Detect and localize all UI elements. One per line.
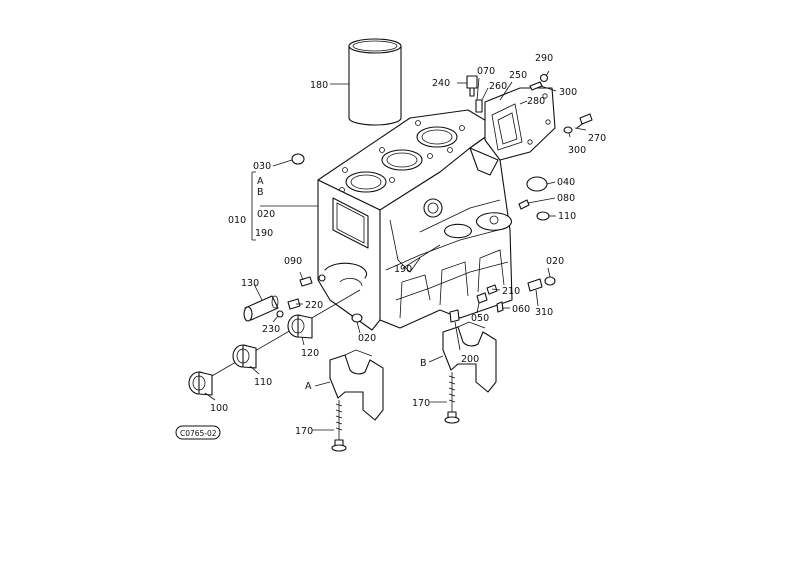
callout-labels: 180 240 070 250 260 280 290 300 270 300 … [210,53,606,437]
callout-260: 260 [489,81,507,92]
callout-300-lower: 300 [568,145,586,156]
callout-100: 100 [210,403,228,414]
fittings-lower-right [449,278,543,323]
bearing-cap-a [329,349,384,452]
callout-190: 190 [394,264,412,275]
plug-020-right [544,276,556,286]
callout-120: 120 [301,348,319,359]
callout-110-left: 110 [254,377,272,388]
plug-030 [291,153,305,165]
callout-230: 230 [262,324,280,335]
callout-210: 210 [502,286,520,297]
crankshaft-bushings [188,289,363,396]
callout-110-right: 110 [558,211,576,222]
callout-290: 290 [535,53,553,64]
callout-060: 060 [512,304,530,315]
callout-020-group: 020 [257,209,275,220]
callout-090: 090 [284,256,302,267]
diagram-code-badge: C0765-02 [175,425,221,440]
callout-a-cap: A [305,381,312,392]
callout-250: 250 [509,70,527,81]
callout-310: 310 [535,307,553,318]
callout-020-right: 020 [546,256,564,267]
plugs-right [291,153,556,286]
bearing-cap-b [442,321,497,424]
callout-010: 010 [228,215,246,226]
plug-110 [536,211,550,221]
small-fittings-top [466,73,593,134]
callout-170-right: 170 [412,398,430,409]
callout-180: 180 [310,80,328,91]
callout-a-group: A [257,176,264,187]
callout-050: 050 [471,313,489,324]
diagram-code: C0765-02 [180,429,217,438]
crankcase-block [317,109,513,331]
callout-030: 030 [253,161,271,172]
callout-040: 040 [557,177,575,188]
callout-b-group: B [257,187,264,198]
callout-240: 240 [432,78,450,89]
callout-080: 080 [557,193,575,204]
callout-b-cap: B [420,358,427,369]
callout-220: 220 [305,300,323,311]
callout-170-left: 170 [295,426,313,437]
callout-020-lower: 020 [358,333,376,344]
callout-130: 130 [241,278,259,289]
callout-190-group: 190 [255,228,273,239]
callout-280: 280 [527,96,545,107]
callout-270: 270 [588,133,606,144]
leader-lines [204,70,587,431]
gear-case-cover [484,87,556,161]
oil-pressure-parts [243,274,326,322]
callout-200: 200 [461,354,479,365]
cylinder-liner [348,38,402,126]
callout-300-top: 300 [559,87,577,98]
cap-040 [526,176,548,192]
callout-070: 070 [477,66,495,77]
plug-080 [518,199,530,210]
